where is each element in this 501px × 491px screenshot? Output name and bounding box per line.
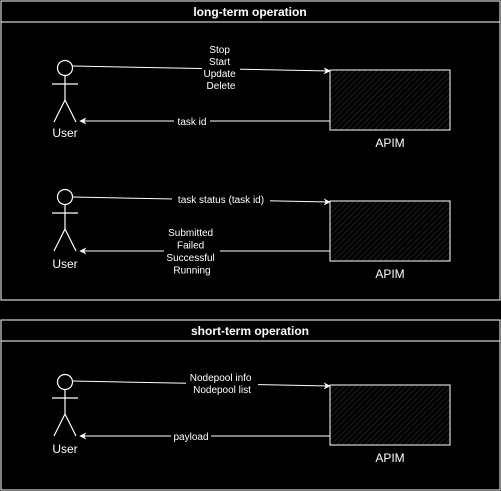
apim-box [329,200,451,262]
section-long-term: long-term operation User APIM Stop Start… [0,0,501,301]
response-label-line: Running [173,266,210,277]
request-label-bg [202,42,240,96]
request-label-line: Delete [207,81,236,92]
request-label: Nodepool info Nodepool list [190,373,255,396]
user-actor-icon [52,373,78,437]
response-label-line: Submitted [168,228,213,239]
section-long-term-title: long-term operation [193,5,306,19]
actor-label: User [52,442,77,456]
user-actor-icon [52,188,78,252]
request-label-line: Stop [209,45,230,56]
section-short-term-header [0,319,501,342]
request-label-line: Nodepool list [193,385,251,396]
flow-nodepool: User APIM Nodepool info Nodepool list pa… [52,371,451,465]
response-label-bg [171,430,211,443]
request-label-bg [186,371,258,397]
request-label-line: Start [209,57,230,68]
request-label-line: Update [203,69,236,80]
response-label-line: Successful [166,253,214,264]
section-short-term: short-term operation User APIM Nodepool … [0,319,501,491]
request-arrow [71,65,331,75]
response-label-bg [174,115,210,128]
request-label: Stop Start Update Delete [203,45,238,92]
apim-box [329,69,451,131]
request-label-bg [172,193,270,206]
user-actor-icon [52,59,78,123]
apim-label: APIM [375,136,404,150]
actor-label: User [52,126,77,140]
apim-label: APIM [375,451,404,465]
response-label-line: Failed [177,241,204,252]
response-label: payload [173,432,208,443]
response-label: Submitted Failed Successful Running [166,228,217,277]
flow-task-status: User APIM task status (task id) Submitte… [52,188,451,281]
section-long-term-header [0,0,501,23]
response-label-bg [164,226,220,278]
request-label: task status (task id) [178,195,264,206]
actor-label: User [52,257,77,271]
apim-label: APIM [375,267,404,281]
flow-task-control: User APIM Stop Start Update Delete task … [52,42,451,150]
request-label-line: Nodepool info [190,373,252,384]
response-label: task id [178,117,207,128]
section-short-term-title: short-term operation [191,324,309,338]
apim-box [329,384,451,446]
